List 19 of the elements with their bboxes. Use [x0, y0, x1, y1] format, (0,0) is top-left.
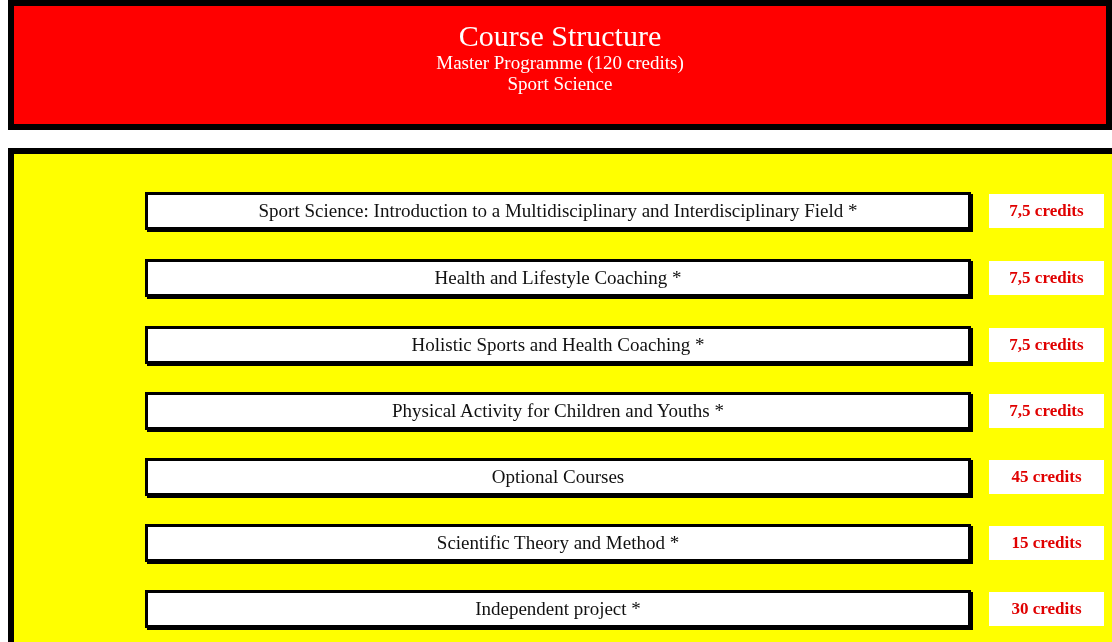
course-box: Sport Science: Introduction to a Multidisciplinary and Interdisciplinary Field *	[145, 192, 971, 230]
credit-box: 7,5 credits	[989, 394, 1104, 428]
credit-box: 7,5 credits	[989, 328, 1104, 362]
course-box: Physical Activity for Children and Youths *	[145, 392, 971, 430]
credit-box: 30 credits	[989, 592, 1104, 626]
subheading: Sport Science	[507, 73, 613, 94]
credit-box: 7,5 credits	[989, 261, 1104, 295]
credit-box: 7,5 credits	[989, 194, 1104, 228]
subheading: Master Programme (120 credits)	[436, 52, 684, 73]
credit-box: 45 credits	[989, 460, 1104, 494]
course-box: Independent project *	[145, 590, 971, 628]
course-box: Holistic Sports and Health Coaching *	[145, 326, 971, 364]
course-box: Scientific Theory and Method *	[145, 524, 971, 562]
panel-background	[8, 148, 1112, 642]
heading: Course Structure	[458, 20, 662, 52]
course-box: Health and Lifestyle Coaching *	[145, 259, 971, 297]
course-box: Optional Courses	[145, 458, 971, 496]
header-banner	[8, 0, 1112, 130]
credit-box: 15 credits	[989, 526, 1104, 560]
